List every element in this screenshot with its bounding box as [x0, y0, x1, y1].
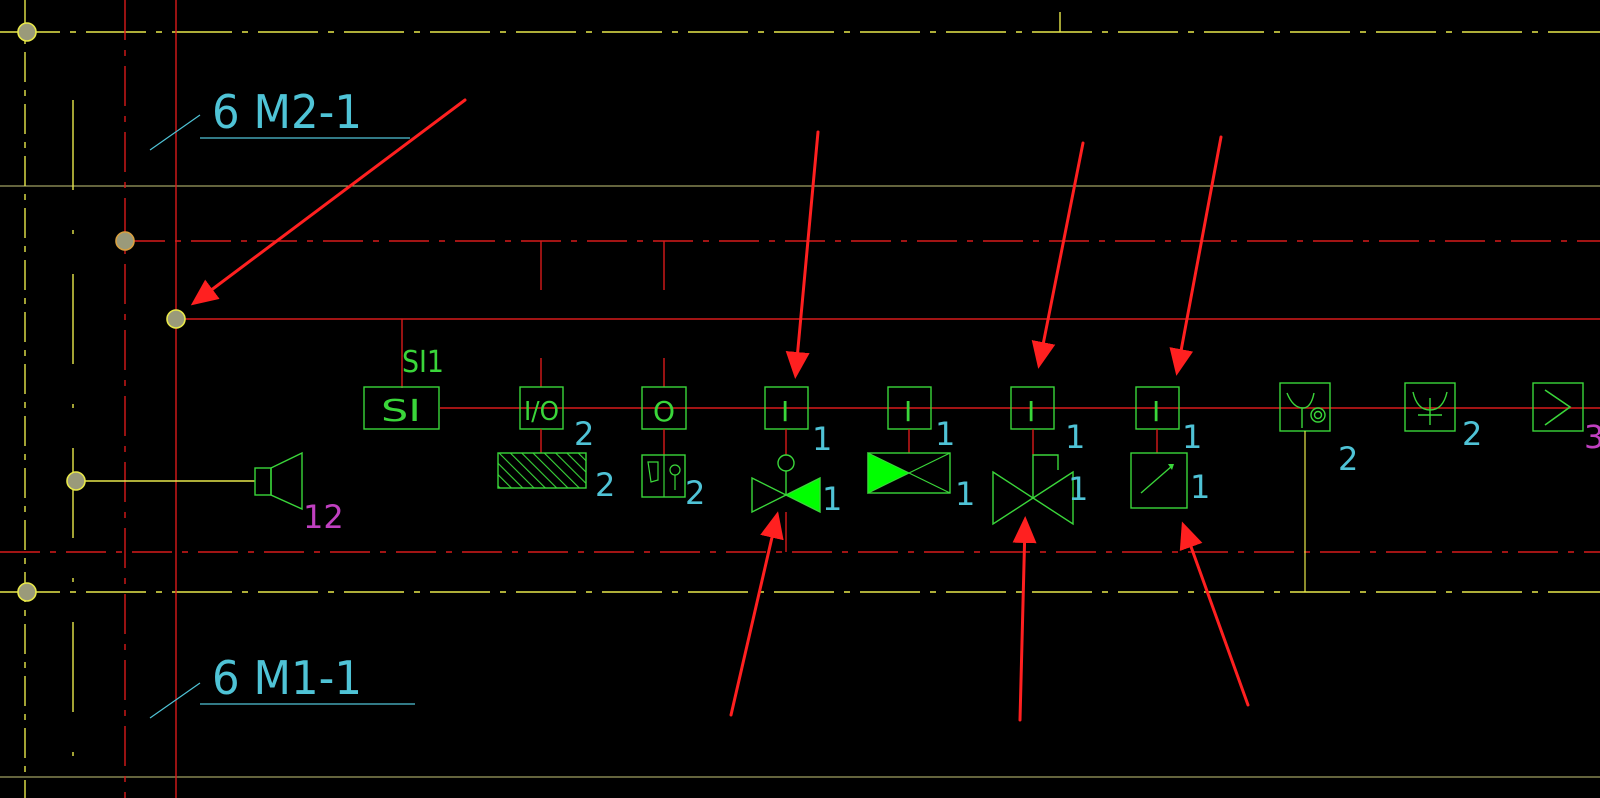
antenna-icon [1286, 392, 1315, 409]
device-i-1-label: I [781, 395, 789, 428]
junction-nodes [17, 22, 186, 602]
device-yo-count: 2 [1338, 440, 1358, 478]
damper-device[interactable]: 1 [867, 452, 975, 513]
device-i-2[interactable]: I 1 [887, 386, 955, 453]
device-si[interactable]: SI [363, 386, 440, 430]
node-bus-start[interactable] [166, 309, 186, 329]
device-o[interactable]: O [641, 358, 687, 455]
device-psi-count: 2 [1462, 415, 1482, 453]
device-i-3[interactable]: I 1 [1010, 386, 1085, 456]
speaker-count: 12 [303, 498, 344, 536]
bus-label-top: 6 M2-1 [149, 85, 410, 151]
switch-panel-count: 2 [685, 474, 705, 512]
bus-label-bottom-text: 6 M1-1 [212, 651, 362, 705]
device-i-4-count: 1 [1182, 418, 1202, 456]
motor-valve-actuator-icon [1032, 454, 1059, 470]
solenoid-valve-right-icon [784, 476, 821, 514]
node-upper-red[interactable] [115, 231, 135, 251]
device-si-label: SI [381, 394, 421, 429]
arrow-to-device-i-3 [1031, 141, 1085, 369]
switch-panel-device[interactable]: 2 [641, 454, 705, 512]
speaker-icon-body [254, 467, 272, 496]
bus-label-bottom: 6 M1-1 [149, 651, 415, 719]
motor-valve-count: 1 [1068, 470, 1088, 508]
device-io[interactable]: I/O 2 [519, 358, 594, 453]
device-i-3-label: I [1027, 395, 1035, 428]
gauge-count: 1 [1190, 468, 1210, 506]
arrow-to-solenoid-valve [729, 511, 784, 717]
damper-count: 1 [955, 475, 975, 513]
device-i-3-count: 1 [1065, 418, 1085, 456]
motor-valve-icon [992, 470, 1035, 526]
device-i-2-label: I [904, 395, 912, 428]
gauge-icon [1130, 452, 1188, 509]
node-bottom-left[interactable] [17, 582, 37, 602]
node-top-left[interactable] [17, 22, 37, 42]
solenoid-valve-left-icon [751, 476, 788, 514]
device-s-count: 3 [1584, 418, 1600, 456]
device-s[interactable]: 3 [1532, 382, 1600, 456]
bus-label-top-text: 6 M2-1 [212, 85, 362, 139]
device-i-1[interactable]: I 1 [764, 386, 832, 458]
device-i-2-count: 1 [935, 415, 955, 453]
device-yo[interactable]: 2 [1279, 382, 1358, 592]
annotation-arrows [190, 98, 1250, 722]
solenoid-valve-actuator-icon [777, 454, 795, 472]
arrow-to-gauge [1179, 521, 1250, 707]
node-speaker[interactable] [66, 471, 86, 491]
device-o-label: O [653, 395, 675, 428]
device-i-1-count: 1 [812, 420, 832, 458]
motor-valve-device[interactable]: 1 [992, 454, 1088, 526]
arrow-to-device-i-4 [1169, 135, 1223, 376]
device-io-label: I/O [524, 397, 559, 427]
si-tag-label: SI1 [402, 345, 444, 380]
device-psi[interactable]: 2 [1404, 382, 1482, 453]
speaker-icon [270, 451, 303, 511]
device-i-4[interactable]: I 1 [1135, 386, 1202, 456]
arrow-to-bus-node [190, 98, 467, 306]
sensor-icon [1544, 389, 1572, 426]
solenoid-valve-count: 1 [822, 480, 842, 518]
arrow-to-motor-valve [1012, 516, 1037, 722]
hatched-bar-icon [497, 452, 587, 489]
speaker-device[interactable]: 12 [85, 451, 344, 536]
hatched-bar-count: 2 [595, 466, 615, 504]
solenoid-valve-device[interactable]: 1 [751, 454, 842, 552]
device-i-4-label: I [1152, 395, 1160, 428]
device-io-count: 2 [574, 415, 594, 453]
gauge-device[interactable]: 1 [1130, 452, 1210, 509]
arrow-to-device-i-1 [785, 130, 820, 379]
hatched-bar-device[interactable]: 2 [497, 452, 615, 504]
